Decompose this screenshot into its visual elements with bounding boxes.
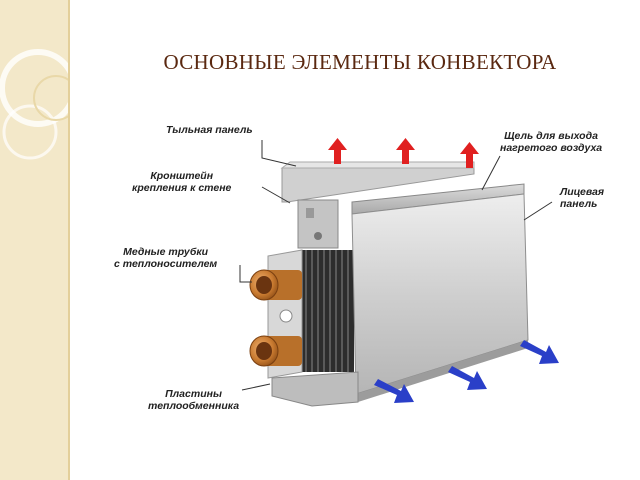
label-front-panel: Лицевая панель bbox=[560, 186, 604, 210]
bottom-rail bbox=[271, 371, 359, 407]
convector-diagram: Тыльная панель Кронштейн крепления к сте… bbox=[112, 110, 628, 412]
cold-air-arrows bbox=[374, 340, 559, 403]
rear-panel bbox=[280, 161, 475, 203]
decor-circles bbox=[0, 49, 79, 160]
label-copper-line2: с теплоносителем bbox=[114, 258, 218, 270]
label-bracket: Кронштейн крепления к стене bbox=[132, 170, 231, 194]
left-decor-band bbox=[0, 0, 79, 480]
label-front-line1: Лицевая bbox=[560, 186, 605, 198]
copper-pipes bbox=[249, 269, 302, 367]
wall-bracket bbox=[297, 199, 339, 249]
front-panel bbox=[351, 183, 529, 402]
heat-exchanger-plates bbox=[300, 250, 354, 372]
label-rear-panel-text: Тыльная панель bbox=[166, 124, 253, 136]
label-slot-line1: Щель для выхода bbox=[504, 130, 598, 142]
convector-illustration bbox=[239, 138, 559, 407]
slide-title: ОСНОВНЫЕ ЭЛЕМЕНТЫ КОНВЕКТОРА bbox=[163, 50, 557, 74]
label-plates-line2: теплообменника bbox=[148, 400, 240, 412]
label-copper-line1: Медные трубки bbox=[123, 246, 209, 258]
hot-air-arrows bbox=[328, 138, 479, 168]
label-copper-pipes: Медные трубки с теплоносителем bbox=[114, 246, 217, 270]
leader-lines bbox=[239, 140, 553, 391]
label-front-line2: панель bbox=[560, 198, 598, 210]
label-plates: Пластины теплообменника bbox=[148, 388, 239, 412]
label-bracket-line1: Кронштейн bbox=[150, 170, 214, 182]
label-air-slot: Щель для выхода нагретого воздуха bbox=[500, 130, 602, 154]
label-rear-panel: Тыльная панель bbox=[166, 124, 253, 136]
label-plates-line1: Пластины bbox=[165, 388, 222, 400]
label-slot-line2: нагретого воздуха bbox=[500, 142, 603, 154]
label-bracket-line2: крепления к стене bbox=[132, 182, 232, 194]
left-decor-line bbox=[68, 0, 70, 480]
